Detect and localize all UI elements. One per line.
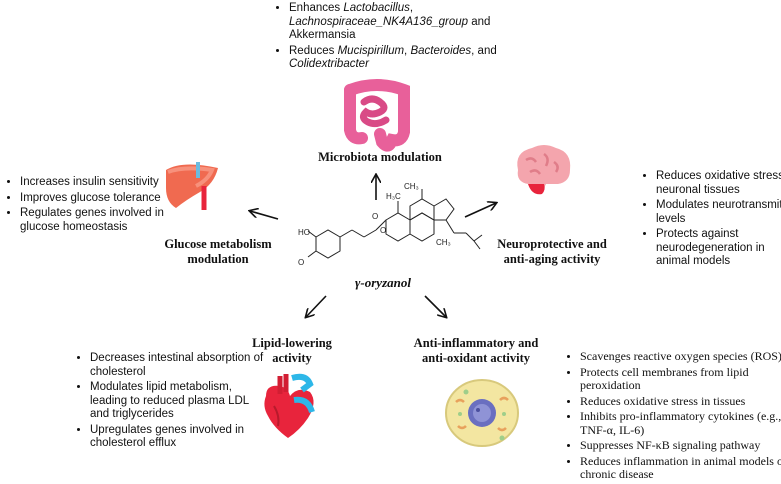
taxon-name: Colidextribacter: [289, 58, 369, 70]
glucose-point-1: Increases insulin sensitivity: [20, 176, 168, 190]
compound-name: γ-oryzanol: [355, 275, 411, 290]
antiinflam-point-2: Protects cell membranes from lipid perox…: [580, 365, 781, 393]
neuro-point-2: Modulates neurotransmitter levels: [656, 199, 781, 226]
lipid-point-2: Modulates lipid metabolism, leading to r…: [90, 381, 266, 422]
svg-text:O: O: [298, 258, 304, 267]
liver-icon: [166, 162, 218, 210]
microbiota-title: Microbiota modulation: [318, 150, 442, 164]
heart-icon: [264, 373, 315, 438]
taxon-name: Lachnospiraceae_NK4A136_group: [289, 15, 469, 28]
intestine-icon: [344, 79, 410, 152]
text-segment: ,: [404, 44, 411, 57]
lipid-title: Lipid-lowering activity: [252, 336, 332, 365]
text-segment: ,: [409, 2, 414, 14]
antiinflam-points: Scavenges reactive oxygen species (ROS) …: [564, 349, 781, 484]
svg-text:CH₃: CH₃: [404, 182, 419, 191]
taxon-name: Lactobacillus: [343, 2, 410, 14]
text-segment: , and: [471, 44, 497, 57]
taxon-name: Mucispirillum: [337, 44, 405, 57]
brain-icon: [517, 145, 571, 195]
text-segment: and Akkermansia: [289, 15, 491, 42]
antiinflam-point-1: Scavenges reactive oxygen species (ROS): [580, 349, 781, 364]
taxon-name: Bacteroides: [410, 44, 472, 57]
glucose-points: Increases insulin sensitivity Improves g…: [4, 176, 168, 236]
antiinflam-point-5: Suppresses NF-κB signaling pathway: [580, 438, 781, 453]
microbiota-points: Enhances Lactobacillus, Lachnospiraceae_…: [273, 2, 529, 74]
neuro-point-1: Reduces oxidative stress in neuronal tis…: [656, 170, 781, 197]
arrow-to-antiinflam: [424, 295, 446, 317]
neuro-point-3: Protects against neurodegeneration in an…: [656, 228, 781, 269]
neuro-title: Neuroprotective and anti-aging activity: [497, 237, 607, 266]
glucose-title: Glucose metabolism modulation: [164, 237, 272, 266]
lipid-point-3: Upregulates genes involved in cholestero…: [90, 424, 266, 451]
lipid-point-1: Decreases intestinal absorption of chole…: [90, 352, 266, 379]
antiinflam-point-6: Reduces inflammation in animal models of…: [580, 454, 781, 482]
antiinflam-point-3: Reduces oxidative stress in tissues: [580, 394, 781, 409]
microbiota-point-1: Enhances Lactobacillus, Lachnospiraceae_…: [289, 2, 529, 43]
neuro-points: Reduces oxidative stress in neuronal tis…: [640, 170, 781, 271]
antiinflam-title: Anti-inflammatory and anti-oxidant activ…: [413, 336, 539, 365]
svg-text:O: O: [380, 226, 386, 235]
svg-text:CH₃: CH₃: [436, 238, 451, 247]
arrow-to-glucose: [250, 211, 279, 220]
svg-text:H₃C: H₃C: [386, 192, 401, 201]
text-segment: Reduces: [289, 44, 338, 57]
arrow-to-lipid: [306, 295, 327, 317]
microbiota-point-2: Reduces Mucispirillum, Bacteroides, and …: [289, 45, 529, 72]
antiinflam-point-4: Inhibits pro-inflammatory cytokines (e.g…: [580, 409, 781, 437]
cell-icon: [445, 379, 519, 447]
svg-text:O: O: [372, 212, 378, 221]
glucose-point-3: Regulates genes involved in glucose home…: [20, 207, 168, 234]
svg-text:HO: HO: [298, 228, 310, 237]
lipid-points: Decreases intestinal absorption of chole…: [74, 352, 266, 453]
gamma-oryzanol-structure: HO O O O H₃C CH₃ CH₃: [298, 182, 483, 267]
text-segment: Enhances: [289, 2, 344, 14]
glucose-point-2: Improves glucose tolerance: [20, 192, 168, 206]
